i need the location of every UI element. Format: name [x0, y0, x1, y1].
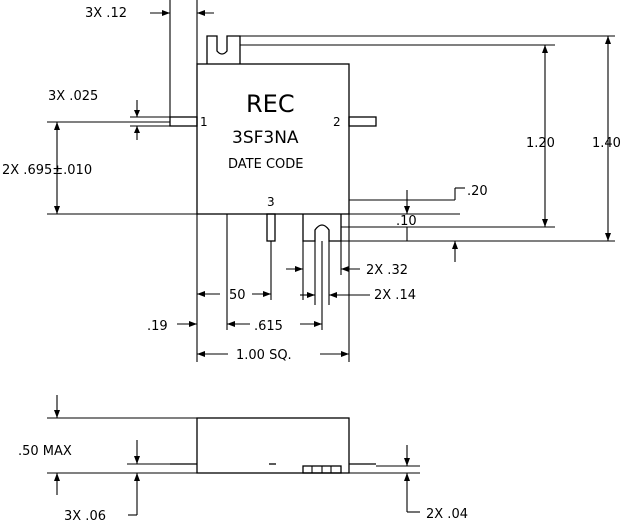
side-body — [196, 417, 350, 474]
top-u-tab — [206, 35, 241, 64]
dim-left-offset: .19 — [147, 319, 168, 334]
dim-bottom-lead-height: .10 — [396, 214, 417, 229]
dimension-lines — [47, 0, 615, 362]
side-view — [47, 395, 420, 516]
dim-lead-span: 2X .32 — [366, 263, 408, 278]
pin3-label: 3 — [267, 195, 275, 209]
dim-lead-thickness: 3X .025 — [48, 89, 98, 104]
dim-max-height: .50 MAX — [18, 444, 72, 459]
pin3-lead — [266, 213, 276, 242]
dim-pin-offset: 2X .695±.010 — [2, 163, 92, 178]
bottom-u-tab — [302, 214, 342, 242]
dim-height-outer: 1.40 — [592, 136, 621, 151]
dimension-text: 3X .12 3X .025 2X .695±.010 .20 .10 1.20… — [2, 6, 621, 524]
brand-label: REC — [246, 90, 295, 118]
dim-top-lead-height: .20 — [467, 184, 488, 199]
dim-standoff: 2X .04 — [426, 507, 468, 522]
pin2-lead — [348, 116, 377, 127]
dim-tab-thickness: 3X .06 — [64, 509, 106, 524]
dim-height-inner: 1.20 — [526, 136, 555, 151]
pin1-label: 1 — [200, 115, 208, 129]
dim-pin-center: .615 — [254, 319, 283, 334]
pin2-label: 2 — [333, 115, 341, 129]
dim-lead-spacing: 3X .12 — [85, 6, 127, 21]
pin1-lead — [169, 116, 198, 127]
dim-body-size: 1.00 SQ. — [236, 348, 292, 363]
date-code-label: DATE CODE — [228, 157, 304, 172]
top-view: REC 3SF3NA DATE CODE 1 2 3 — [169, 35, 377, 242]
part-number-label: 3SF3NA — [232, 128, 299, 148]
dim-lead-width: 2X .14 — [374, 288, 416, 303]
dim-pin3-offset: 50 — [229, 288, 246, 303]
